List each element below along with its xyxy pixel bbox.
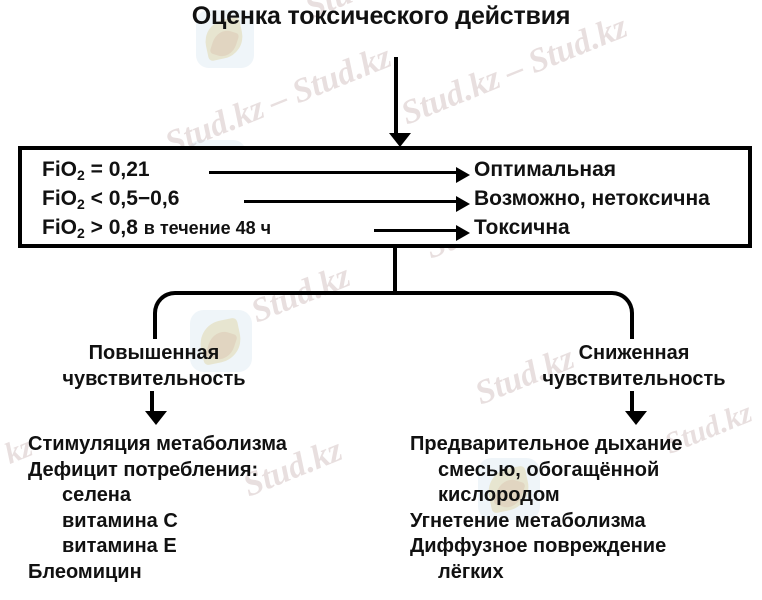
list-item: Диффузное повреждение bbox=[410, 535, 667, 558]
condition-row-1: FiO2 < 0,5−0,6 bbox=[42, 187, 179, 212]
list-item: смесью, обогащённой bbox=[438, 458, 660, 481]
condition-row-2: FiO2 > 0,8 в течение 48 ч bbox=[42, 216, 271, 241]
branch-label-decreased-line2: чувствительность bbox=[542, 368, 726, 390]
arrow-to-increased-list bbox=[145, 391, 167, 425]
branch-label-increased-line2: чувствительность bbox=[62, 368, 246, 390]
condition-0-prefix: FiO bbox=[42, 158, 77, 181]
list-item: Предварительное дыхание bbox=[410, 433, 683, 455]
condition-row-0: FiO2 = 0,21 bbox=[42, 158, 150, 183]
branch-label-decreased-line1: Сниженная bbox=[578, 342, 690, 364]
arrow-condition-2-to-result bbox=[374, 225, 470, 241]
list-item: кислородом bbox=[438, 484, 560, 507]
arrow-condition-1-to-result bbox=[244, 196, 470, 212]
arrow-condition-0-to-result bbox=[209, 167, 470, 183]
branch-label-increased-line1: Повышенная bbox=[88, 342, 220, 364]
diagram-title: Оценка токсического действия bbox=[191, 2, 571, 30]
result-label-0: Оптимальная bbox=[474, 158, 617, 181]
branch-label-increased-sensitivity: Повышенная чувствительность bbox=[48, 340, 260, 392]
watermark-text: Stud.kz – Stud.kz bbox=[160, 38, 397, 163]
condition-2-rest: > 0,8 bbox=[84, 216, 144, 239]
main-criteria-box: FiO2 = 0,21 FiO2 < 0,5−0,6 FiO2 > 0,8 в … bbox=[18, 146, 752, 248]
branch-label-decreased-sensitivity: Сниженная чувствительность bbox=[528, 340, 740, 392]
condition-0-subscript: 2 bbox=[77, 167, 85, 183]
condition-1-rest: < 0,5−0,6 bbox=[84, 187, 180, 210]
connector-box-to-bracket bbox=[393, 248, 397, 294]
condition-2-note: в течение 48 ч bbox=[143, 218, 272, 238]
list-item: Блеомицин bbox=[28, 560, 142, 583]
list-item: лёгких bbox=[438, 560, 504, 583]
condition-1-subscript: 2 bbox=[77, 196, 85, 212]
condition-0-rest: = 0,21 bbox=[84, 158, 150, 181]
arrow-title-to-box bbox=[389, 57, 411, 147]
list-item: витамина E bbox=[62, 535, 177, 558]
result-label-2: Токсична bbox=[474, 216, 570, 239]
condition-2-prefix: FiO bbox=[42, 216, 77, 239]
list-item: селена bbox=[62, 484, 132, 507]
result-label-1: Возможно, нетоксична bbox=[474, 187, 710, 210]
split-bracket bbox=[153, 291, 634, 339]
list-item: Стимуляция метаболизма bbox=[28, 433, 287, 455]
arrow-to-decreased-list bbox=[625, 391, 647, 425]
decreased-sensitivity-list: Предварительное дыхание смесью, обогащённ… bbox=[410, 432, 683, 586]
condition-2-subscript: 2 bbox=[77, 225, 85, 241]
list-item: витамина C bbox=[62, 509, 178, 532]
list-item: Угнетение метаболизма bbox=[410, 509, 646, 532]
condition-1-prefix: FiO bbox=[42, 187, 77, 210]
list-item: Дефицит потребления: bbox=[28, 458, 259, 481]
